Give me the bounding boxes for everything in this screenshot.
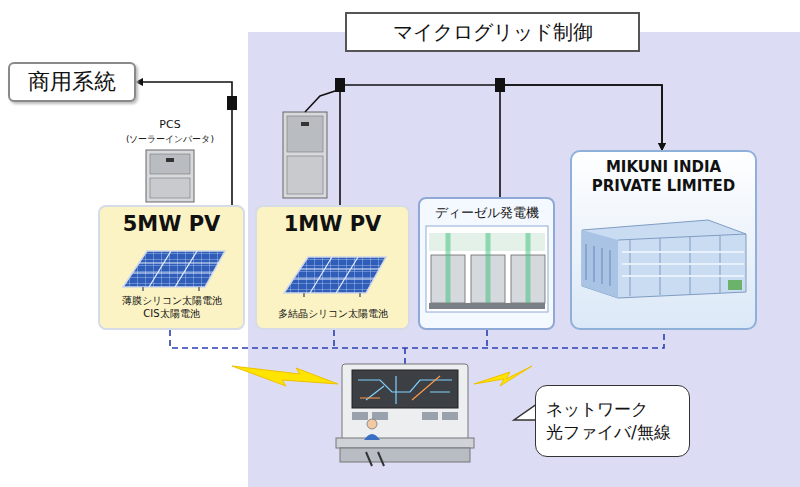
wireless-bolt [474, 366, 532, 386]
wireless-bolt [232, 366, 338, 386]
generator-box: ディーゼル発電機 [418, 197, 555, 330]
network-wire [170, 330, 664, 364]
node-heading: 商用系統 [28, 70, 116, 94]
callout-tail [514, 404, 537, 420]
node-body: 薄膜シリコン太陽電池 CIS太陽電池 [106, 295, 237, 320]
grid-box: 商用系統 [8, 62, 136, 102]
control-room [336, 364, 474, 466]
factory-box: MIKUNI INDIA PRIVATE LIMITED [570, 150, 757, 330]
node-heading: ディーゼル発電機 [435, 205, 539, 221]
pv-box: 5MW PV 薄膜シリコン太陽電池 CIS太陽電池 [98, 205, 245, 330]
node-heading: マイクログリッド制御 [345, 12, 640, 52]
pcs-label: PCS [115, 118, 225, 131]
solar-panel-illustration [274, 247, 392, 297]
generator-illustration [425, 225, 549, 313]
inverter-cabinet [146, 150, 194, 202]
microgrid-region: マイクログリッド制御1MW PV多結晶シリコン太陽電池ディーゼル発電機MIKUN… [248, 32, 800, 487]
pv-box: 1MW PV 多結晶シリコン太陽電池 [255, 205, 410, 330]
node-heading: 5MW PV [123, 213, 221, 236]
node-heading: ネットワーク 光ファイバ/無線 [546, 398, 679, 444]
node-body: 多結晶シリコン太陽電池 [278, 308, 388, 321]
factory-illustration [578, 200, 750, 300]
pcs-note: (ソーラーインバータ) [115, 134, 225, 145]
inverter-cabinet [283, 90, 338, 198]
solar-panel-illustration [113, 241, 231, 291]
node-heading: MIKUNI INDIA PRIVATE LIMITED [578, 158, 749, 196]
microgrid-ground [248, 32, 800, 487]
node-heading: 1MW PV [284, 213, 382, 236]
network-callout: ネットワーク 光ファイバ/無線 [535, 385, 690, 457]
